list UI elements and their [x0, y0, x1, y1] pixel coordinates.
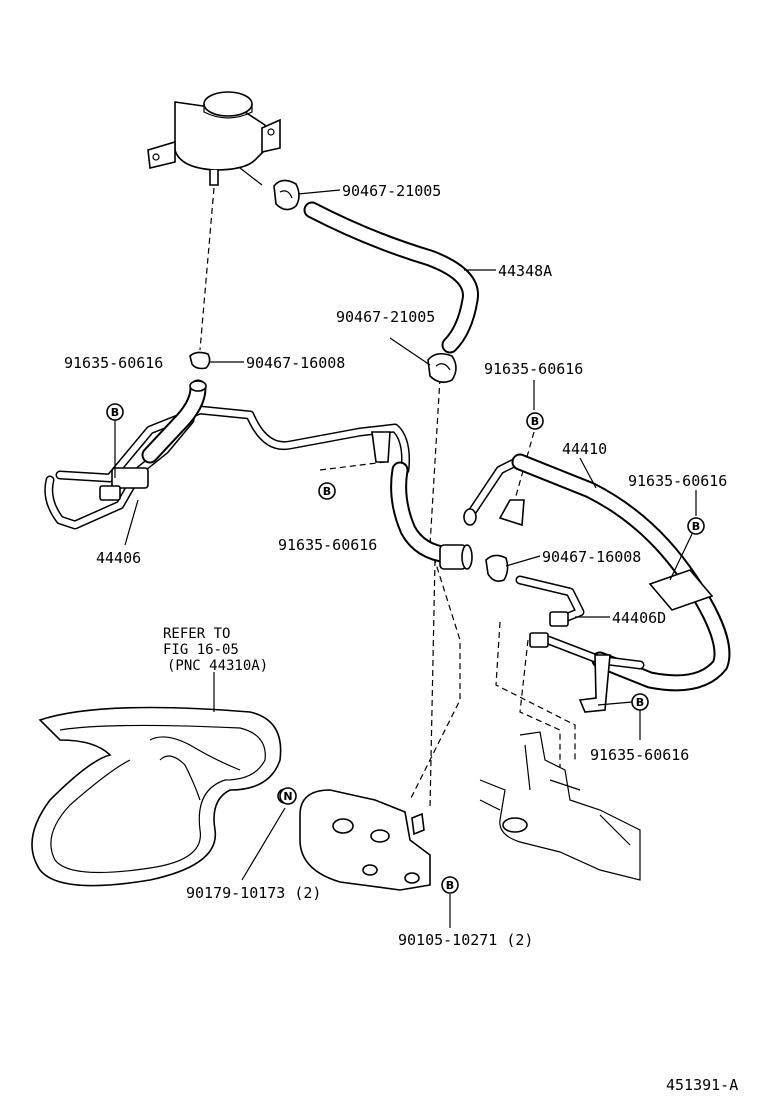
label-pressure-hose: 44410 — [562, 440, 607, 458]
leader-right-bolt-low — [597, 701, 641, 740]
label-pump-clamp: 90467-21005 — [336, 308, 435, 326]
reservoir-hose — [303, 201, 479, 354]
mark-n-pump: N — [279, 787, 297, 805]
label-left-clamp: 90467-16008 — [246, 354, 345, 372]
svg-text:B: B — [531, 415, 539, 428]
mark-b-right-mid: B — [687, 517, 705, 535]
center-bolt-dashed — [319, 461, 386, 471]
leader-right-bolt-mid — [669, 490, 697, 581]
clamp-gear — [485, 554, 509, 582]
pump-hose — [390, 461, 473, 570]
label-reservoir-hose: 44348A — [498, 262, 552, 280]
drive-belt — [31, 706, 282, 887]
mark-b-pump: B — [441, 876, 459, 894]
clamp-reservoir — [273, 179, 300, 211]
pressure-hose — [463, 453, 731, 692]
label-gear-clamp: 90467-16008 — [542, 548, 641, 566]
leader-reservoir-clamp — [297, 189, 341, 195]
leader-pressure-hose — [579, 457, 597, 489]
svg-text:B: B — [636, 696, 644, 709]
label-left-tube: 44406 — [96, 549, 141, 567]
refer-note-line-1: REFER TO — [163, 626, 230, 642]
leader-pump-clamp — [389, 337, 431, 366]
steering-gear — [479, 731, 641, 881]
svg-text:B: B — [111, 406, 119, 419]
svg-text:B: B — [323, 485, 331, 498]
gear-dashed-b — [519, 639, 561, 768]
mark-b-left: B — [106, 403, 124, 421]
label-right-bolt-top: 91635-60616 — [484, 360, 583, 378]
label-pump-bolt-n: 90179-10173 (2) — [186, 884, 321, 902]
label-left-bolt: 91635-60616 — [64, 354, 163, 372]
leader-pump-bolt-n — [241, 807, 286, 881]
leader-gear-clamp — [505, 555, 541, 567]
pump-dashed-link-2 — [429, 559, 436, 809]
figure-id: 451391-A — [666, 1076, 738, 1094]
clamp-pump-inlet — [427, 352, 457, 384]
refer-note-line-3: (PNC 44310A) — [167, 658, 268, 674]
svg-text:B: B — [446, 879, 454, 892]
return-tube-left — [44, 379, 410, 530]
label-pump-bolt-b: 90105-10271 (2) — [398, 931, 533, 949]
mark-b-center: B — [318, 482, 336, 500]
refer-note-line-2: FIG 16-05 — [163, 642, 239, 658]
label-gear-tube: 44406D — [612, 609, 666, 627]
label-center-bolt: 91635-60616 — [278, 536, 377, 554]
mark-b-right-top: B — [526, 412, 544, 430]
reservoir-dashed-link — [199, 187, 215, 351]
label-right-bolt-low: 91635-60616 — [590, 746, 689, 764]
mark-b-right-low: B — [631, 693, 649, 711]
leader-left-tube — [124, 499, 139, 546]
label-reservoir-clamp: 90467-21005 — [342, 182, 441, 200]
label-right-bolt-mid: 91635-60616 — [628, 472, 727, 490]
pump-dashed-link — [409, 377, 461, 801]
svg-text:N: N — [283, 790, 292, 803]
svg-text:B: B — [692, 520, 700, 533]
clamp-left — [189, 351, 211, 370]
gear-dashed-a — [495, 621, 576, 760]
gear-tubes — [515, 575, 645, 713]
reservoir-tank — [147, 91, 281, 186]
